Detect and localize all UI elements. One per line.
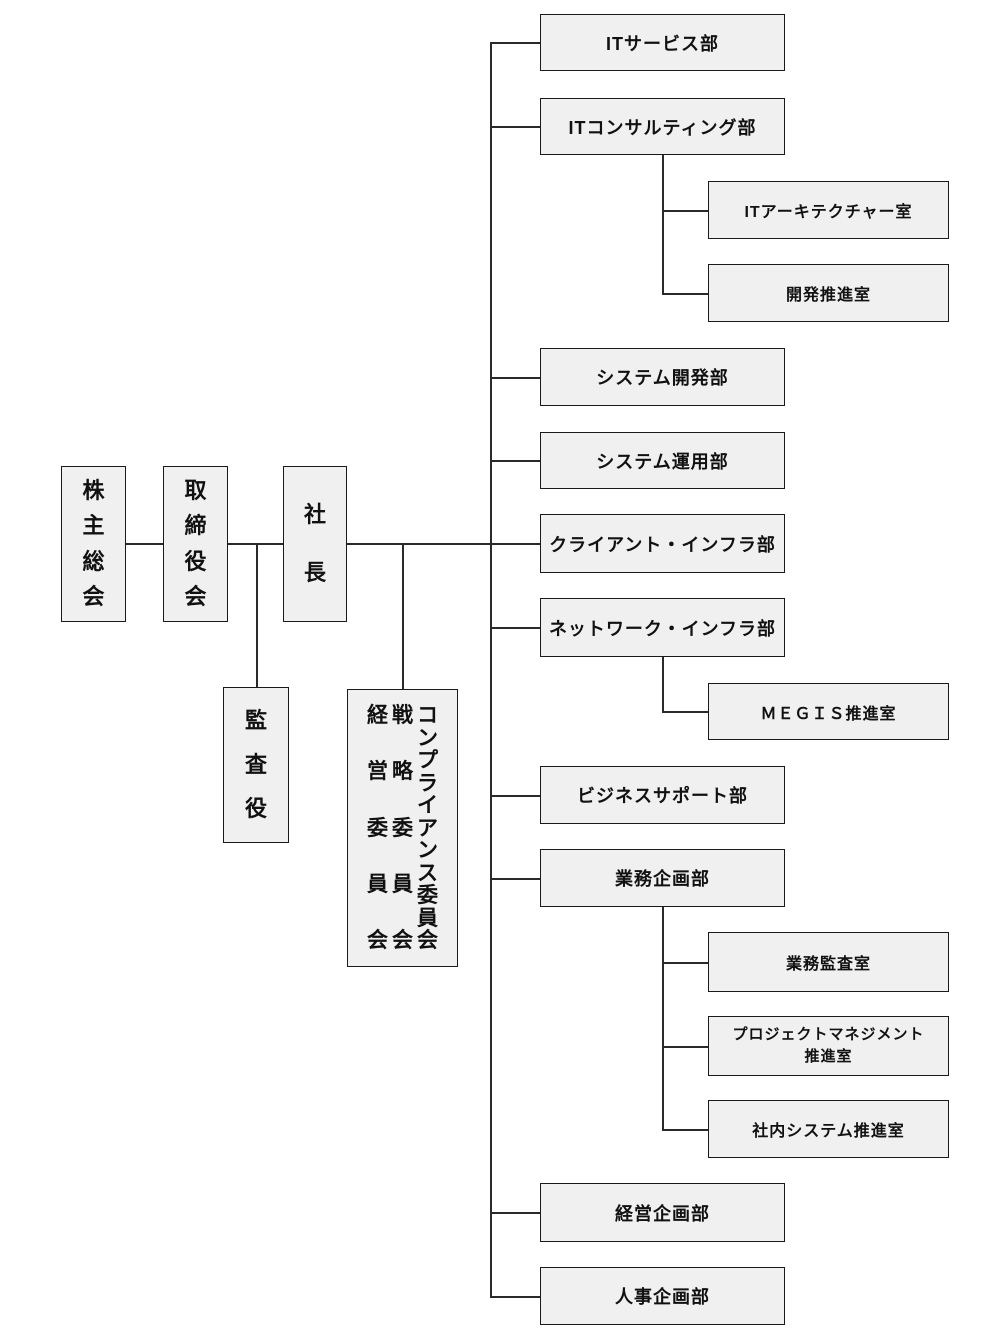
branch-pm-promotion [662,1046,708,1048]
node-business-support-dept: ビジネスサポート部 [540,766,785,824]
node-client-infra-dept: クライアント・インフラ部 [540,514,785,573]
committee-strategy-label: 戦略委員会 [392,704,413,952]
node-president: 社長 [283,466,347,622]
branch-it-consulting [490,126,540,128]
committee-compliance-label: コンプライアンス委員会 [417,704,438,952]
node-it-architecture-office: ITアーキテクチャー室 [708,181,949,239]
node-committees: 経営委員会 戦略委員会 コンプライアンス委員会 [347,689,458,967]
node-it-service-dept: ITサービス部 [540,14,785,71]
main-trunk-line [490,42,492,1296]
connector-president-main [347,543,540,545]
dev-promotion-office-label: 開発推進室 [785,287,871,304]
branch-system-ops [490,460,540,462]
connector-board-president [228,543,283,545]
node-corporate-planning-dept: 経営企画部 [540,1183,785,1242]
it-service-dept-label: ITサービス部 [606,33,719,54]
node-shareholders-meeting: 株主総会 [61,466,126,622]
branch-corporate-planning [490,1212,540,1214]
pm-promotion-line1: プロジェクトマネジメント [732,1025,925,1043]
pm-promotion-office-label: プロジェクトマネジメント推進室 [732,1024,924,1069]
megis-promotion-office-label: ＭＥＧＩＳ推進室 [760,705,897,723]
pm-promotion-line2: 推進室 [804,1048,853,1065]
it-consulting-dept-label: ITコンサルティング部 [568,117,757,138]
node-board-label: 取締役会 [184,478,207,609]
client-infra-dept-label: クライアント・インフラ部 [549,534,776,555]
node-pm-promotion-office: プロジェクトマネジメント推進室 [708,1016,949,1076]
node-system-ops-dept: システム運用部 [540,432,785,489]
subtrunk-business-planning [662,907,664,1129]
internal-systems-office-label: 社内システム推進室 [752,1123,905,1140]
it-architecture-office-label: ITアーキテクチャー室 [744,204,913,221]
system-ops-dept-label: システム運用部 [596,451,729,472]
branch-dev-promotion [662,293,708,295]
branch-it-architecture [662,210,708,212]
node-internal-systems-office: 社内システム推進室 [708,1100,949,1158]
branch-business-audit [662,962,708,964]
connector-auditor-drop [256,543,258,687]
node-shareholders-label: 株主総会 [82,478,105,609]
node-business-planning-dept: 業務企画部 [540,849,785,907]
node-auditor: 監査役 [223,687,289,843]
branch-it-service [490,42,540,44]
node-president-label: 社長 [303,501,326,586]
node-it-consulting-dept: ITコンサルティング部 [540,98,785,155]
branch-business-support [490,795,540,797]
subtrunk-network-infra [662,657,664,711]
network-infra-dept-label: ネットワーク・インフラ部 [548,618,777,639]
branch-system-dev [490,377,540,379]
business-audit-office-label: 業務監査室 [785,956,871,973]
node-dev-promotion-office: 開発推進室 [708,264,949,322]
branch-megis [662,711,708,713]
hr-planning-dept-label: 人事企画部 [615,1287,710,1307]
node-business-audit-office: 業務監査室 [708,932,949,992]
branch-hr-planning [490,1296,540,1298]
branch-internal-systems [662,1129,708,1131]
committee-management-label: 経営委員会 [367,704,388,952]
node-hr-planning-dept: 人事企画部 [540,1267,785,1325]
subtrunk-it-consulting [662,155,664,293]
node-megis-promotion-office: ＭＥＧＩＳ推進室 [708,683,949,740]
connector-shareholders-board [126,543,163,545]
node-auditor-label: 監査役 [244,708,267,821]
connector-committees-drop [402,543,404,689]
branch-network-infra [490,627,540,629]
system-dev-dept-label: システム開発部 [596,368,729,388]
branch-business-planning [490,878,540,880]
business-planning-dept-label: 業務企画部 [615,869,710,889]
corporate-planning-dept-label: 経営企画部 [615,1203,710,1224]
committees-columns: 経営委員会 戦略委員会 コンプライアンス委員会 [348,690,457,966]
node-system-dev-dept: システム開発部 [540,348,785,406]
business-support-dept-label: ビジネスサポート部 [577,786,748,806]
node-board-of-directors: 取締役会 [163,466,228,622]
node-network-infra-dept: ネットワーク・インフラ部 [540,598,785,657]
